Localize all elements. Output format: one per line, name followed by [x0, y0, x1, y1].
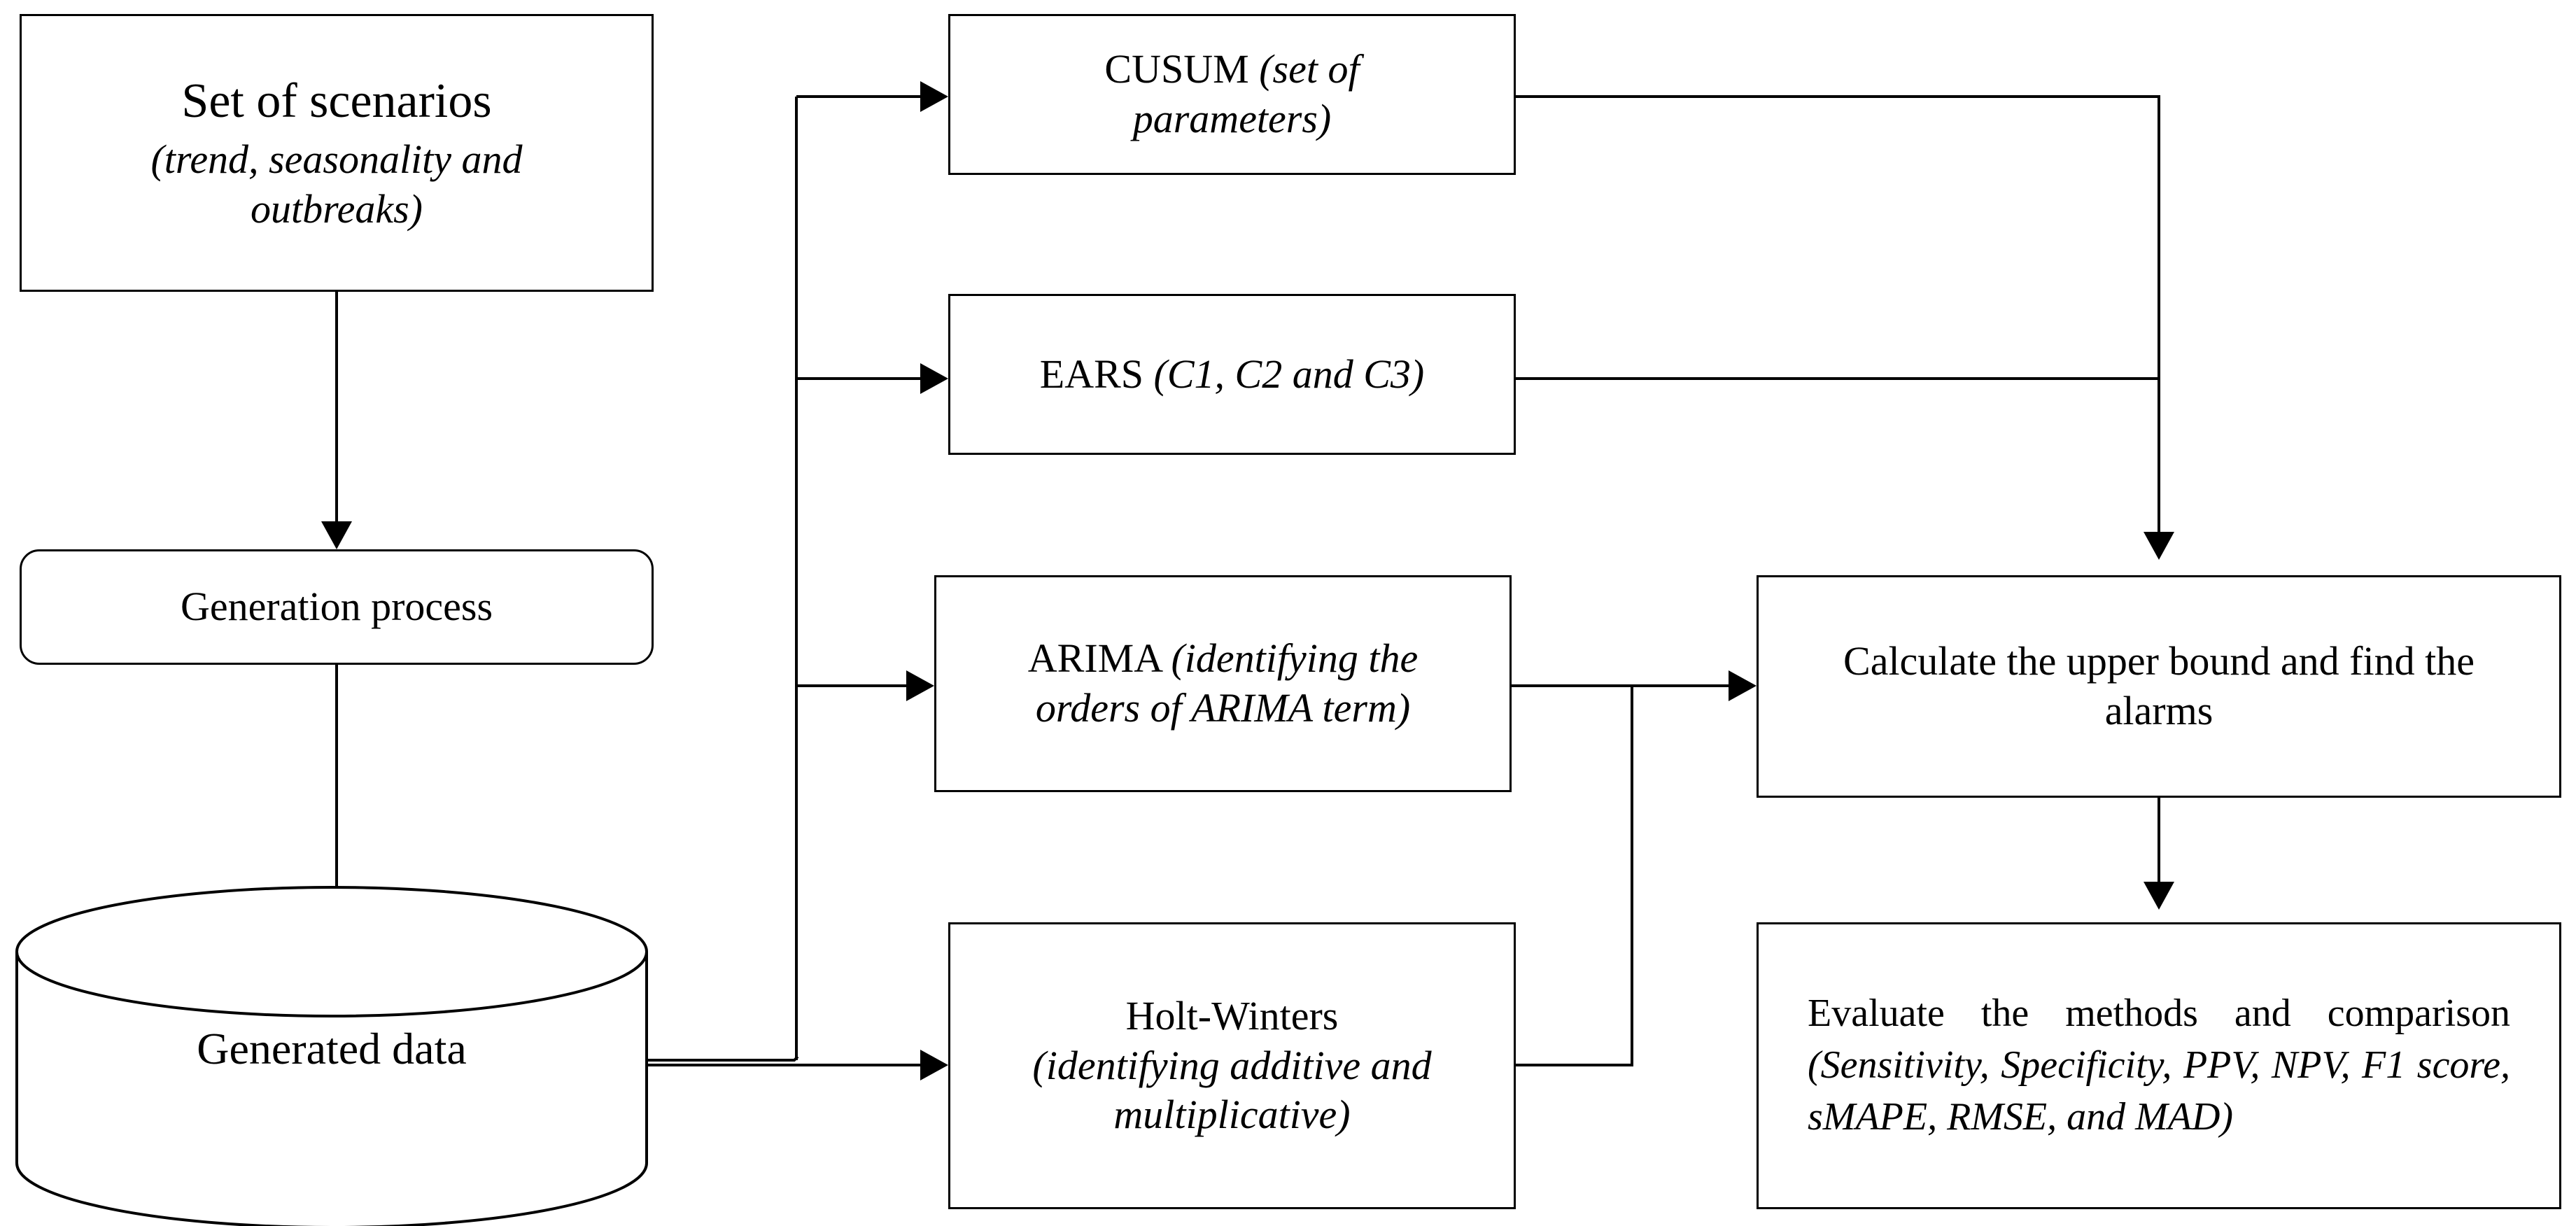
holt-winters-name: Holt-Winters: [1125, 992, 1339, 1038]
ears-detail: (C1, C2 and C3): [1153, 351, 1425, 397]
holt-winters-detail: (identifying additive and multiplicative…: [1032, 1042, 1432, 1138]
line-data-to-bus: [647, 1055, 799, 1062]
scenarios-title: Set of scenarios: [181, 74, 492, 129]
arrowhead-cusum: [920, 81, 948, 112]
generation-process-box: Generation process: [20, 549, 654, 665]
arrowhead-ears: [920, 363, 948, 394]
scenarios-box: Set of scenarios (trend, seasonality and…: [20, 14, 654, 292]
generation-process-label: Generation process: [180, 584, 493, 630]
scenarios-detail: (trend, seasonality and outbreaks): [150, 136, 523, 232]
arima-detail: (identifying the orders of ARIMA term): [1035, 635, 1419, 731]
holt-winters-box: Holt-Winters (identifying additive and m…: [948, 922, 1516, 1209]
cusum-box: CUSUM (set of parameters): [948, 14, 1516, 175]
arrowhead-calculate-top: [2144, 532, 2174, 560]
line-holt-to-merge: [1516, 686, 1633, 1066]
evaluate-prefix: Evaluate the methods and comparison: [1808, 992, 2510, 1036]
calculate-label: Calculate the upper bound and find the a…: [1843, 638, 2475, 733]
calculate-box: Calculate the upper bound and find the a…: [1757, 575, 2561, 798]
evaluate-detail: (Sensitivity, Specificity, PPV, NPV, F1 …: [1808, 1043, 2510, 1139]
arrowhead-generation: [321, 521, 352, 549]
arrowhead-evaluate: [2144, 882, 2174, 910]
ears-name: EARS: [1039, 351, 1144, 397]
arrowhead-arima: [906, 670, 934, 701]
generated-data-label: Generated data: [197, 1024, 467, 1073]
cusum-detail: (set of parameters): [1132, 46, 1360, 141]
evaluate-box: Evaluate the methods and comparison (Sen…: [1757, 922, 2561, 1209]
arrowhead-holt: [920, 1050, 948, 1080]
arima-box: ARIMA (identifying the orders of ARIMA t…: [934, 575, 1512, 792]
generated-data-cylinder: [15, 886, 648, 1226]
cusum-name: CUSUM: [1104, 46, 1249, 92]
ears-box: EARS (C1, C2 and C3): [948, 294, 1516, 455]
line-cusum-to-right: [1516, 95, 2160, 532]
arima-name: ARIMA: [1027, 635, 1161, 682]
arrowhead-calculate-left: [1729, 670, 1757, 701]
